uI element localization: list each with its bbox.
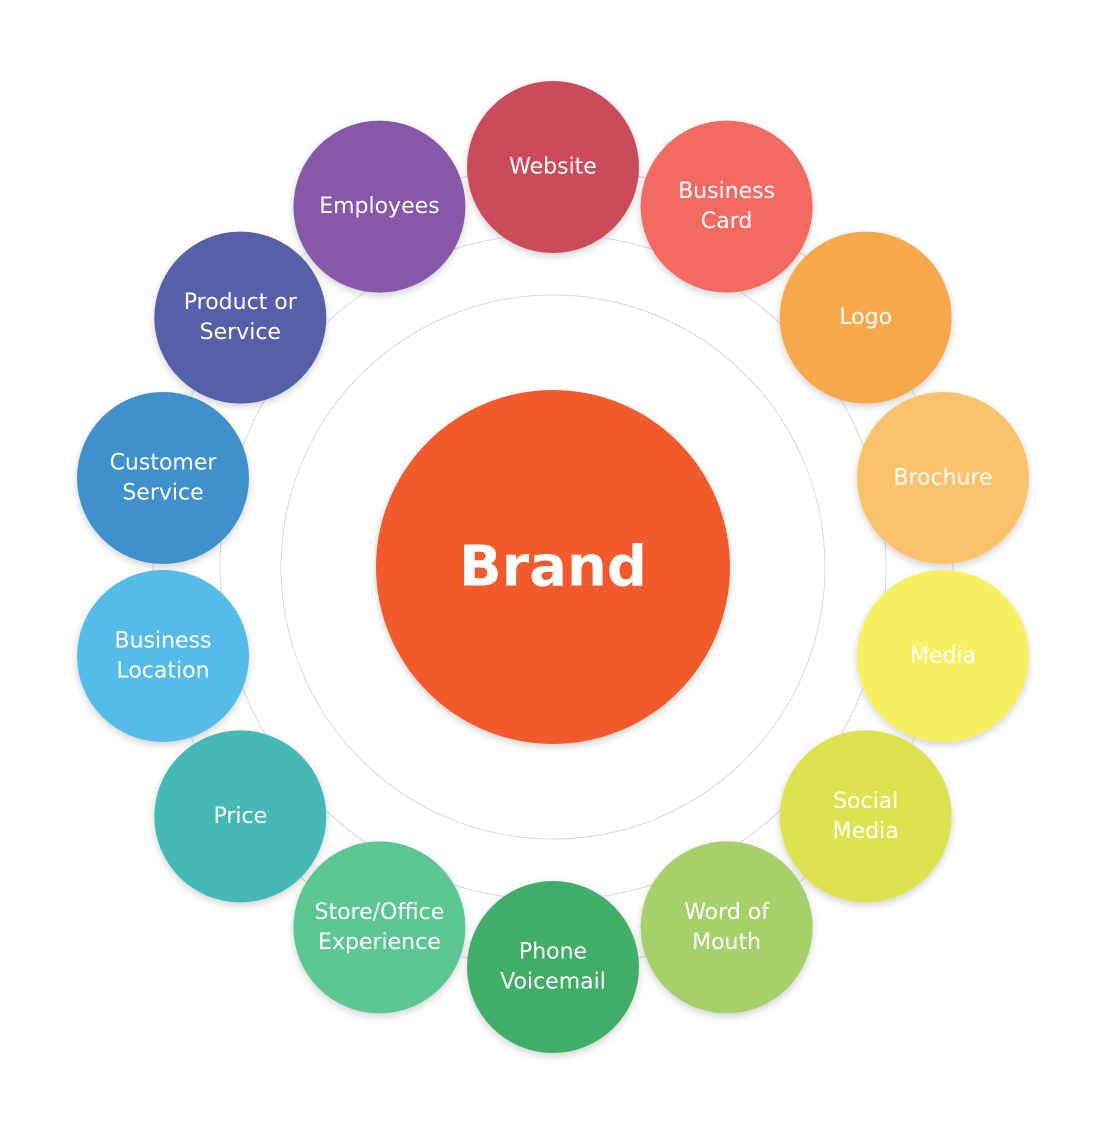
node-circle [857,570,1029,742]
node-website: Website [467,81,639,253]
node-circle [77,570,249,742]
node-circle [640,841,813,1014]
center-node: Brand [376,390,730,744]
node-media: Media [857,570,1029,742]
center-circle [376,390,730,744]
node-label: Media [833,819,899,844]
node-label: Voicemail [500,970,606,995]
node-label: Service [200,320,281,345]
node-circle [779,730,952,903]
node-circle [154,730,327,903]
node-circle [857,392,1029,564]
node-label: Brochure [893,466,992,491]
node-label: Business [678,179,775,204]
node-label: Service [122,481,203,506]
node-brochure: Brochure [857,392,1029,564]
node-label: Store/Office [315,900,445,925]
node-label: Website [509,155,597,180]
node-circle [293,841,466,1014]
node-label: Phone [519,940,587,965]
node-employees: Employees [293,120,466,293]
node-circle [467,881,639,1053]
node-circle [154,231,327,404]
nodes-layer: WebsiteBusinessCardLogoBrochureMediaSoci… [77,81,1029,1053]
node-label: Business [114,629,211,654]
node-label: Mouth [692,930,761,955]
node-label: Employees [319,194,439,219]
node-label: Product or [184,290,298,315]
node-circle [467,81,639,253]
node-product-or-service: Product or Service [154,231,327,404]
node-price: Price [154,730,327,903]
node-label: Logo [839,305,892,330]
node-label: Media [910,644,976,669]
node-label: Location [116,659,209,684]
inner-ring [280,294,826,840]
node-label: Word of [684,900,770,925]
node-label: Card [701,209,752,234]
node-circle [779,231,952,404]
center-label: Brand [459,535,647,600]
node-label: Experience [318,930,441,955]
node-label: Customer [110,451,218,476]
node-label: Social [833,789,898,814]
node-circle [640,120,813,293]
node-logo: Logo [779,231,952,404]
node-circle [77,392,249,564]
node-circle [293,120,466,293]
node-label: Price [213,804,267,829]
node-word-of-mouth: Word of Mouth [640,841,813,1014]
